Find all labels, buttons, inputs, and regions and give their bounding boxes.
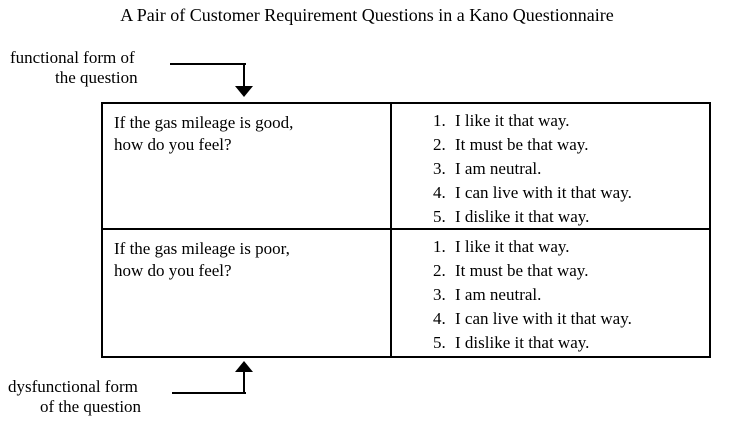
option-item: 2. It must be that way. xyxy=(433,259,705,283)
option-text: I am neutral. xyxy=(455,159,542,178)
functional-arrow-horizontal-line xyxy=(170,63,246,65)
functional-question-line1: If the gas mileage is good, xyxy=(114,113,294,132)
kano-question-table: If the gas mileage is good, how do you f… xyxy=(101,102,711,358)
option-text: I am neutral. xyxy=(455,285,542,304)
option-number: 5. xyxy=(433,207,446,226)
dysfunctional-question-line2: how do you feel? xyxy=(114,261,232,280)
dysfunctional-form-label-line2: of the question xyxy=(40,397,142,416)
option-number: 2. xyxy=(433,135,446,154)
option-text: I dislike it that way. xyxy=(455,333,590,352)
functional-form-label-line1: functional form of xyxy=(10,48,135,67)
option-item: 4. I can live with it that way. xyxy=(433,307,705,331)
option-text: I can live with it that way. xyxy=(455,309,632,328)
dysfunctional-arrow-horizontal-line xyxy=(172,392,246,394)
dysfunctional-arrow-vertical-line xyxy=(243,371,245,394)
option-number: 4. xyxy=(433,183,446,202)
arrowhead-up-icon xyxy=(235,361,253,372)
option-item: 5. I dislike it that way. xyxy=(433,205,705,228)
option-number: 1. xyxy=(433,237,446,256)
option-item: 2. It must be that way. xyxy=(433,133,705,157)
dysfunctional-question-line1: If the gas mileage is poor, xyxy=(114,239,290,258)
option-item: 5. I dislike it that way. xyxy=(433,331,705,355)
functional-form-label-line2: the question xyxy=(55,68,138,87)
functional-options-cell: 1. I like it that way. 2. It must be that … xyxy=(390,104,709,228)
option-text: I can live with it that way. xyxy=(455,183,632,202)
option-number: 2. xyxy=(433,261,446,280)
option-item: 3. I am neutral. xyxy=(433,157,705,181)
option-number: 3. xyxy=(433,159,446,178)
option-text: It must be that way. xyxy=(455,135,589,154)
option-item: 1. I like it that way. xyxy=(433,109,705,133)
option-text: It must be that way. xyxy=(455,261,589,280)
functional-question-cell: If the gas mileage is good, how do you f… xyxy=(103,104,390,228)
option-item: 4. I can live with it that way. xyxy=(433,181,705,205)
option-number: 4. xyxy=(433,309,446,328)
option-number: 1. xyxy=(433,111,446,130)
option-number: 5. xyxy=(433,333,446,352)
option-item: 3. I am neutral. xyxy=(433,283,705,307)
figure-title: A Pair of Customer Requirement Questions… xyxy=(120,5,614,25)
dysfunctional-options-cell: 1. I like it that way. 2. It must be that … xyxy=(390,228,709,356)
arrowhead-down-icon xyxy=(235,86,253,97)
option-text: I like it that way. xyxy=(455,111,570,130)
functional-arrow-vertical-line xyxy=(243,63,245,88)
functional-question-line2: how do you feel? xyxy=(114,135,232,154)
option-text: I dislike it that way. xyxy=(455,207,590,226)
option-item: 1. I like it that way. xyxy=(433,235,705,259)
option-number: 3. xyxy=(433,285,446,304)
option-text: I like it that way. xyxy=(455,237,570,256)
dysfunctional-form-label-line1: dysfunctional form xyxy=(8,377,138,396)
dysfunctional-question-cell: If the gas mileage is poor, how do you f… xyxy=(103,228,390,356)
